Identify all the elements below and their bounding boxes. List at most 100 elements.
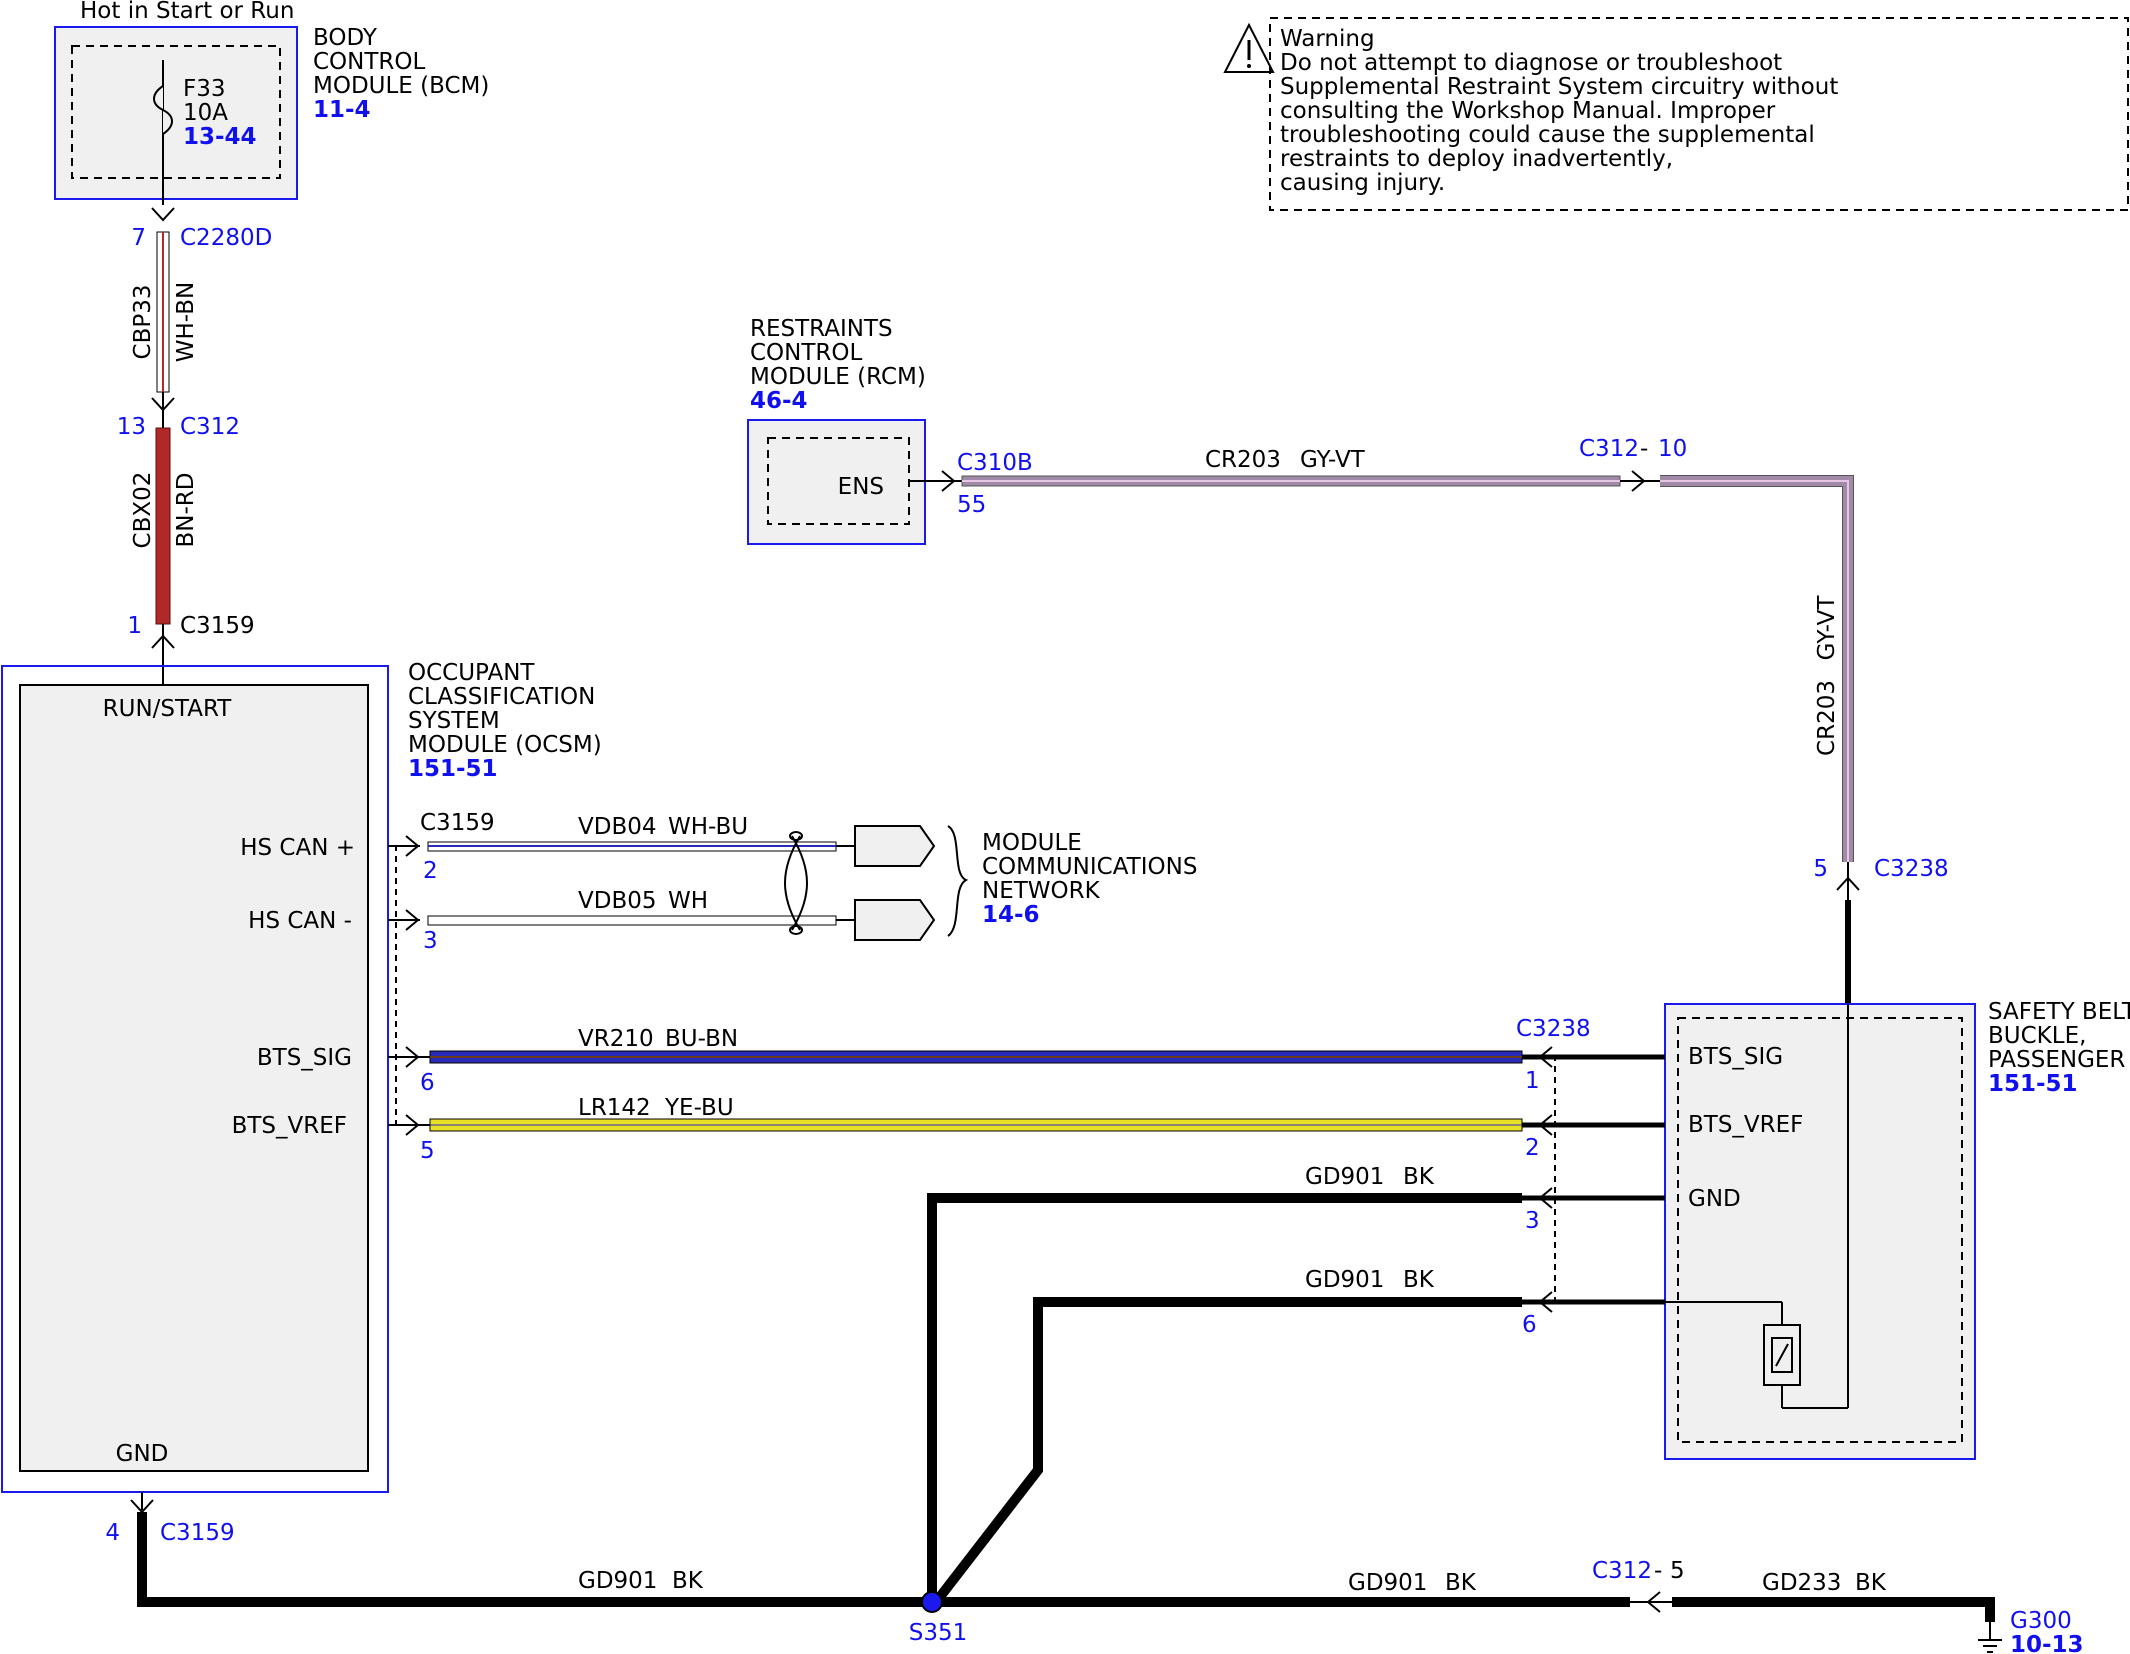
bcm-name: CONTROL bbox=[313, 49, 426, 75]
c3238-buckle-pin: 1 bbox=[1525, 1068, 1540, 1094]
connector-symbol bbox=[1631, 470, 1646, 492]
ocsm-pin-gnd: GND bbox=[116, 1441, 169, 1467]
wire-cr203-h-color: GY-VT bbox=[1300, 447, 1366, 473]
wire-cr203-v bbox=[1660, 475, 1854, 862]
c3159-top-label: C3159 bbox=[180, 613, 255, 639]
splice-point bbox=[921, 1591, 943, 1613]
rcm-name: MODULE (RCM) bbox=[750, 364, 926, 390]
ocsm-pin-hs-can-minus: HS CAN - bbox=[248, 908, 352, 934]
wire-cr203-v-circuit: CR203 bbox=[1814, 680, 1840, 756]
rcm-name: CONTROL bbox=[750, 340, 863, 366]
warning-box: Warning Do not attempt to diagnose or tr… bbox=[1223, 17, 2129, 211]
c3238-top-pin: 5 bbox=[1813, 856, 1828, 882]
connector-symbol bbox=[151, 207, 175, 222]
connector-symbol bbox=[1538, 1187, 1553, 1209]
wire-gd901-a bbox=[927, 1193, 1522, 1602]
bcm-ref-link[interactable]: 11-4 bbox=[313, 97, 371, 123]
wire-cbx02-circuit: CBX02 bbox=[130, 472, 156, 549]
brace-icon bbox=[947, 825, 969, 937]
buckle-module bbox=[1664, 1003, 1976, 1460]
wire-gd901-d-color: BK bbox=[1445, 1570, 1477, 1596]
fuse-ref-link[interactable]: 13-44 bbox=[183, 124, 257, 150]
rcm-ref-link[interactable]: 46-4 bbox=[750, 388, 808, 414]
wire-cr203-h-circuit: CR203 bbox=[1205, 447, 1281, 473]
wire-vdb04 bbox=[427, 841, 837, 852]
wire-lr142-circuit: LR142 bbox=[578, 1095, 651, 1121]
wire-vr210 bbox=[429, 1050, 1523, 1064]
ground-icon bbox=[1978, 1622, 2002, 1653]
warning-line: consulting the Workshop Manual. Improper bbox=[1280, 98, 1776, 124]
buckle-name: PASSENGER bbox=[1988, 1047, 2125, 1073]
ocsm-ref-link[interactable]: 151-51 bbox=[408, 756, 498, 782]
wire-cr203-v-color: GY-VT bbox=[1814, 595, 1840, 661]
connector-symbol bbox=[151, 634, 175, 649]
wire-cbp33-color: WH-BN bbox=[173, 282, 199, 363]
wire-gd901-b bbox=[932, 1297, 1522, 1606]
network-terminator-icon bbox=[854, 825, 936, 867]
buckle-name: SAFETY BELT bbox=[1988, 999, 2130, 1025]
wire-vdb05-color: WH bbox=[668, 888, 708, 914]
c3238-buckle-label: C3238 bbox=[1516, 1016, 1591, 1042]
network-name: COMMUNICATIONS bbox=[982, 854, 1197, 880]
c3159-can-pin-plus: 2 bbox=[423, 858, 438, 884]
wire-gd901-d-circuit: GD901 bbox=[1348, 1570, 1427, 1596]
fuse-rating: 10A bbox=[183, 100, 228, 126]
wire-gd233 bbox=[1672, 1597, 1995, 1622]
c312-cr-pin: 10 bbox=[1658, 436, 1687, 462]
c312-top-pin: 13 bbox=[117, 414, 146, 440]
buckle-pin-bts-sig: BTS_SIG bbox=[1688, 1044, 1783, 1070]
wire-lr142-color: YE-BU bbox=[664, 1095, 734, 1121]
ocsm-pin-run-start: RUN/START bbox=[103, 696, 233, 722]
network-name: MODULE bbox=[982, 830, 1082, 856]
wire-gd901-b-color: BK bbox=[1403, 1267, 1435, 1293]
ground-ref-link[interactable]: 10-13 bbox=[2010, 1632, 2084, 1654]
power-source-label: Hot in Start or Run bbox=[80, 0, 294, 24]
wire-gd901-c bbox=[137, 1512, 932, 1607]
buckle-ref-link[interactable]: 151-51 bbox=[1988, 1071, 2078, 1097]
c3159-gnd-pin: 4 bbox=[105, 1520, 120, 1546]
connector-symbol bbox=[405, 1046, 420, 1068]
ocsm-name: MODULE (OCSM) bbox=[408, 732, 602, 758]
c2280d-label: C2280D bbox=[180, 225, 272, 251]
wire-vdb04-color: WH-BU bbox=[668, 814, 748, 840]
connector-symbol bbox=[405, 909, 420, 931]
warning-line: Do not attempt to diagnose or troublesho… bbox=[1280, 50, 1782, 76]
c3159-can-pin-minus: 3 bbox=[423, 928, 438, 954]
rcm-name: RESTRAINTS bbox=[750, 316, 893, 342]
warning-icon bbox=[1223, 22, 1275, 73]
c3238-top-label: C3238 bbox=[1874, 856, 1949, 882]
ocsm-name: OCCUPANT bbox=[408, 660, 535, 686]
ground-label: G300 bbox=[2010, 1608, 2072, 1634]
ocsm-pin-bts-vref: BTS_VREF bbox=[232, 1113, 347, 1139]
c312-gnd-pin: 5 bbox=[1670, 1558, 1685, 1584]
wire-gd901-a-color: BK bbox=[1403, 1164, 1435, 1190]
wire-vdb05 bbox=[427, 915, 837, 926]
ocsm-name: SYSTEM bbox=[408, 708, 500, 734]
c312-cr-label: C312 bbox=[1579, 436, 1639, 462]
rcm-module bbox=[747, 419, 926, 545]
wire-cbx02-color: BN-RD bbox=[173, 473, 199, 548]
wire-gd901-a-circuit: GD901 bbox=[1305, 1164, 1384, 1190]
wire-cbx02 bbox=[155, 427, 171, 625]
c312-cr-sep: - bbox=[1640, 436, 1648, 462]
warning-line: Supplemental Restraint System circuitry … bbox=[1280, 74, 1838, 100]
c312-gnd-label: C312 bbox=[1592, 1558, 1652, 1584]
wire-vr210-circuit: VR210 bbox=[578, 1026, 654, 1052]
network-ref-link[interactable]: 14-6 bbox=[982, 902, 1040, 928]
fuse-id: F33 bbox=[183, 76, 226, 102]
wire-gd901-c-color: BK bbox=[672, 1568, 704, 1594]
wire-gd901-b-circuit: GD901 bbox=[1305, 1267, 1384, 1293]
rcm-pin-ens: ENS bbox=[838, 474, 884, 500]
fuse-icon bbox=[153, 85, 173, 135]
c3238-buckle-pin: 3 bbox=[1525, 1208, 1540, 1234]
connector-symbol bbox=[405, 1114, 420, 1136]
ocsm-module bbox=[1, 665, 389, 1493]
c2280d-pin: 7 bbox=[131, 225, 146, 251]
connector-symbol bbox=[1538, 1046, 1553, 1068]
ocsm-pin-bts-sig: BTS_SIG bbox=[257, 1045, 352, 1071]
c3159-bts-pin-sig: 6 bbox=[420, 1070, 435, 1096]
wire-gd233-circuit: GD233 bbox=[1762, 1570, 1841, 1596]
network-name: NETWORK bbox=[982, 878, 1101, 904]
c3238-buckle-pin: 2 bbox=[1525, 1135, 1540, 1161]
